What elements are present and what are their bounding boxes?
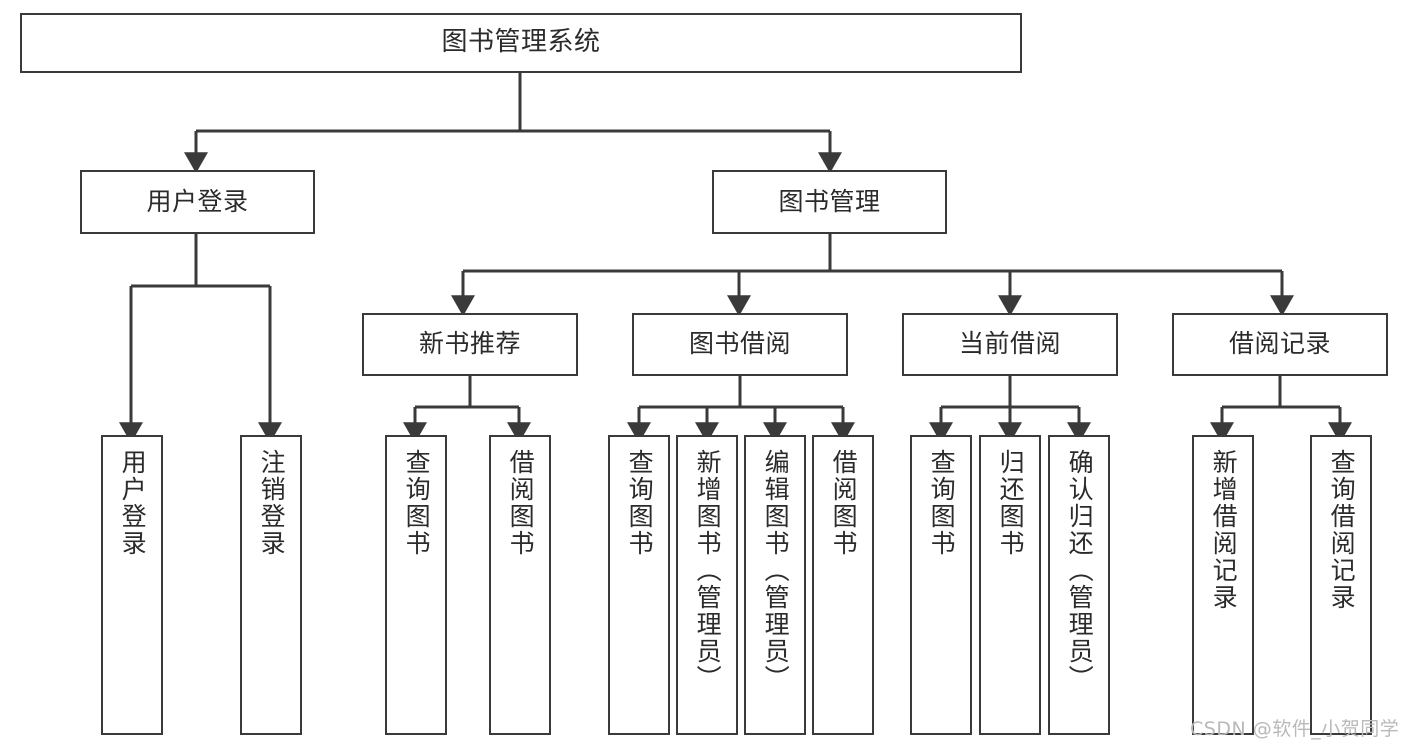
node-book-borrow[interactable]: 图书借阅 — [632, 313, 848, 376]
node-label: 注销登录 — [257, 449, 287, 557]
node-label: 查询图书 — [625, 449, 655, 557]
node-label: 新增借阅记录 — [1209, 449, 1239, 611]
node-leaf-logout-login[interactable]: 注销登录 — [240, 435, 302, 735]
node-leaf-user-login[interactable]: 用户登录 — [101, 435, 163, 735]
node-leaf-add-book[interactable]: 新增图书（管理员） — [676, 435, 738, 735]
node-borrow-record[interactable]: 借阅记录 — [1172, 313, 1388, 376]
node-leaf-confirm-return[interactable]: 确认归还（管理员） — [1048, 435, 1110, 735]
node-label: 归还图书 — [996, 449, 1026, 557]
node-leaf-query-book-3[interactable]: 查询图书 — [910, 435, 972, 735]
node-leaf-query-book-1[interactable]: 查询图书 — [385, 435, 447, 735]
node-label: 借阅记录 — [1228, 329, 1331, 359]
node-leaf-query-borrow-record[interactable]: 查询借阅记录 — [1310, 435, 1372, 735]
node-leaf-edit-book[interactable]: 编辑图书（管理员） — [744, 435, 806, 735]
node-leaf-add-borrow-record[interactable]: 新增借阅记录 — [1192, 435, 1254, 735]
node-current-borrow[interactable]: 当前借阅 — [902, 313, 1118, 376]
node-label: 用户登录 — [146, 186, 249, 216]
node-label: 图书管理 — [778, 186, 881, 216]
node-label: 编辑图书（管理员） — [761, 449, 791, 692]
node-leaf-return-book[interactable]: 归还图书 — [979, 435, 1041, 735]
node-label: 借阅图书 — [506, 449, 536, 557]
node-label: 当前借阅 — [958, 329, 1061, 359]
node-label: 新增图书（管理员） — [693, 449, 723, 692]
node-user-login[interactable]: 用户登录 — [80, 170, 315, 234]
node-leaf-query-book-2[interactable]: 查询图书 — [608, 435, 670, 735]
node-label: 查询图书 — [927, 449, 957, 557]
node-label: 用户登录 — [118, 449, 148, 557]
node-book-manage[interactable]: 图书管理 — [712, 170, 947, 234]
node-label: 图书借阅 — [688, 329, 791, 359]
node-root-system[interactable]: 图书管理系统 — [20, 13, 1022, 73]
node-label: 查询图书 — [402, 449, 432, 557]
node-label: 新书推荐 — [418, 329, 521, 359]
node-label: 借阅图书 — [829, 449, 859, 557]
node-leaf-borrow-book-1[interactable]: 借阅图书 — [489, 435, 551, 735]
node-leaf-borrow-book-2[interactable]: 借阅图书 — [812, 435, 874, 735]
csdn-watermark: CSDN @软件_小贺同学 — [1190, 718, 1400, 740]
node-label: 确认归还（管理员） — [1065, 449, 1095, 692]
node-label: 查询借阅记录 — [1327, 449, 1357, 611]
node-new-book-recommend[interactable]: 新书推荐 — [362, 313, 578, 376]
node-label: 图书管理系统 — [441, 27, 601, 58]
